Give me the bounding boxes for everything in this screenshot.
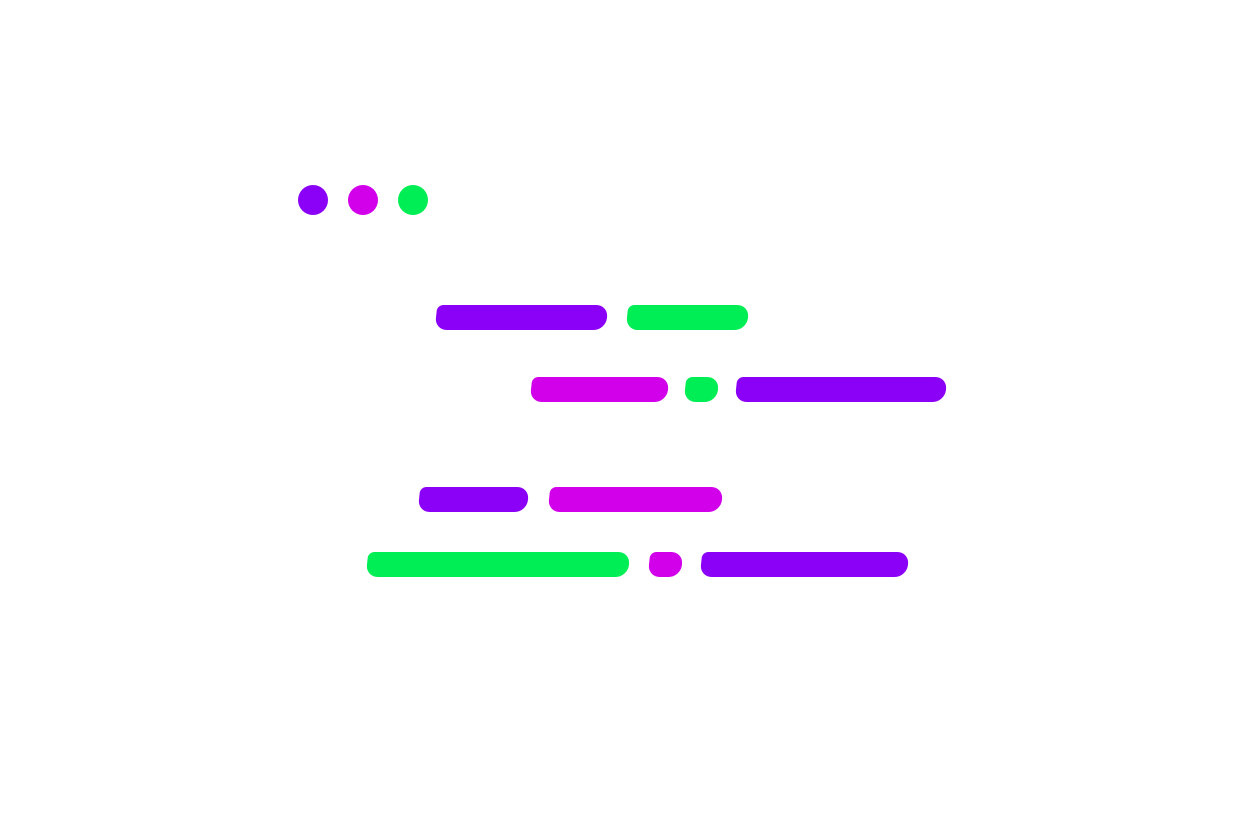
window-dot-3: [398, 185, 428, 215]
code-line-4-token-1: [365, 552, 631, 577]
code-line-4-token-2: [647, 552, 684, 577]
code-line-1-token-1: [434, 305, 609, 330]
code-line-4-token-3: [699, 552, 910, 577]
code-line-3-token-1: [417, 487, 530, 512]
code-line-2-token-2: [683, 377, 720, 402]
window-dot-1: [298, 185, 328, 215]
window-dot-2: [348, 185, 378, 215]
code-line-2-token-3: [734, 377, 948, 402]
code-line-3-token-2: [547, 487, 724, 512]
code-line-2-token-1: [529, 377, 670, 402]
code-line-1-token-2: [625, 305, 750, 330]
